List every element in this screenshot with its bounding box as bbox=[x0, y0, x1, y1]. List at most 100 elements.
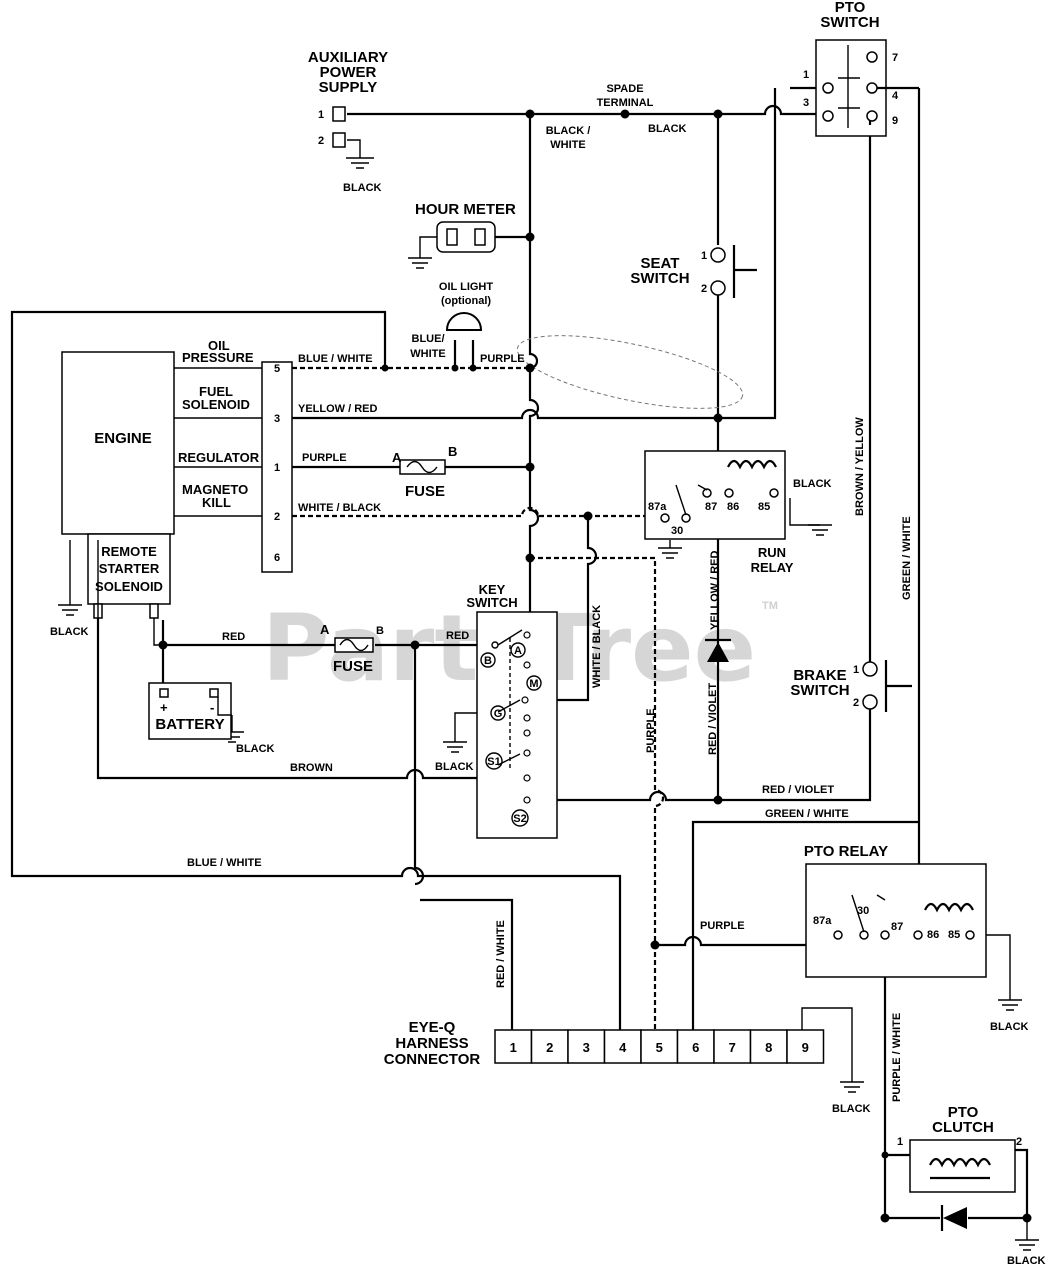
junctions bbox=[158, 109, 1032, 1223]
wire-purple-v bbox=[530, 556, 665, 1030]
pto-switch-title-2: SWITCH bbox=[820, 14, 879, 31]
red-batt: RED bbox=[222, 631, 245, 643]
pto-switch-title-1: PTO bbox=[835, 0, 866, 16]
key-switch-contacts bbox=[497, 629, 523, 766]
key-terminal-m-label: M bbox=[529, 678, 538, 690]
pto-pin-1-label: 1 bbox=[803, 69, 809, 81]
black-label: BLACK bbox=[648, 123, 687, 135]
key-switch: KEY SWITCH B A M G S1 S2 BLACK bbox=[435, 582, 558, 839]
red-key: RED bbox=[446, 630, 469, 642]
pto-pin-1 bbox=[822, 82, 834, 94]
blue-white-bottom: BLUE / WHITE bbox=[187, 857, 262, 869]
fuse-top: A B FUSE bbox=[392, 444, 457, 500]
red-violet-h: RED / VIOLET bbox=[762, 784, 834, 796]
black-white-1: BLACK / bbox=[546, 125, 591, 137]
pto-clutch-body bbox=[909, 1139, 1016, 1193]
run-relay-body bbox=[644, 450, 786, 540]
wire-purple-pto bbox=[655, 935, 860, 947]
fuel-solenoid-label-2: SOLENOID bbox=[182, 397, 250, 412]
run-relay-30: 30 bbox=[671, 525, 683, 537]
pto-pin-3 bbox=[822, 110, 834, 122]
engine-leads bbox=[174, 367, 262, 517]
magneto-kill-label-2: KILL bbox=[202, 495, 231, 510]
eyeq-pin-5 bbox=[640, 1029, 679, 1064]
wire-brown bbox=[96, 540, 490, 780]
run-relay-86: 86 bbox=[727, 501, 739, 513]
aux-title-3: SUPPLY bbox=[319, 79, 378, 96]
eyeq-pin-label-9: 9 bbox=[802, 1040, 809, 1055]
pto-relay-ground-label: BLACK bbox=[990, 1021, 1029, 1033]
pto-switch-contacts bbox=[838, 45, 860, 128]
pto-relay-30: 30 bbox=[857, 905, 869, 917]
white-black-v: WHITE / BLACK bbox=[591, 605, 603, 688]
pto-clutch-coil bbox=[929, 1157, 991, 1168]
hour-meter-title: HOUR METER bbox=[415, 201, 516, 218]
engine-title: ENGINE bbox=[94, 430, 152, 447]
blue-white-light-1: BLUE/ bbox=[412, 333, 445, 345]
key-terminal-s2-label: S2 bbox=[513, 813, 526, 825]
seat-switch: 1 2 SEAT SWITCH bbox=[630, 245, 757, 298]
seat-title-1: SEAT bbox=[641, 255, 680, 272]
wire-main-vertical bbox=[528, 114, 540, 640]
pto-pin-9-label: 9 bbox=[892, 115, 898, 127]
brake-switch: 1 2 BRAKE SWITCH bbox=[790, 660, 912, 712]
red-white-v: RED / WHITE bbox=[495, 920, 507, 988]
purple-pto: PURPLE bbox=[700, 920, 745, 932]
blue-white-light-2: WHITE bbox=[410, 348, 445, 360]
key-terminal-a bbox=[510, 642, 526, 658]
purple-reg: PURPLE bbox=[302, 452, 347, 464]
pto-pin-7-label: 7 bbox=[892, 52, 898, 64]
battery-plus: + bbox=[160, 700, 168, 715]
eyeq-pin-8 bbox=[749, 1029, 788, 1064]
oil-light-note: (optional) bbox=[441, 295, 491, 307]
starter-title-1: REMOTE bbox=[101, 544, 157, 559]
pto-relay-title: PTO RELAY bbox=[804, 843, 888, 860]
hour-meter: HOUR METER bbox=[415, 201, 516, 253]
spade-terminal-1: SPADE bbox=[606, 83, 643, 95]
eyeq-title-1: EYE-Q bbox=[409, 1019, 456, 1036]
fuse-top-b: B bbox=[448, 444, 457, 459]
aux-power-supply: AUXILIARY POWER SUPPLY 1 2 BLACK bbox=[308, 49, 388, 194]
battery: + - BATTERY BLACK bbox=[148, 682, 275, 755]
wire-hour-meter-ground bbox=[419, 236, 437, 258]
seat-pin-1 bbox=[710, 247, 726, 263]
diode-run-triangle bbox=[707, 642, 729, 662]
pto-clutch-pin2: 2 bbox=[1016, 1136, 1022, 1148]
fuse-top-a: A bbox=[392, 450, 402, 465]
wire-run-relay-ground bbox=[789, 498, 820, 526]
seat-switch-actuator bbox=[732, 245, 757, 298]
pto-relay-85: 85 bbox=[948, 929, 960, 941]
pto-switch: PTO SWITCH 1 3 7 4 9 bbox=[803, 0, 905, 137]
regulator-label: REGULATOR bbox=[178, 450, 260, 465]
ground-symbols bbox=[58, 157, 1039, 1251]
engine-body bbox=[61, 351, 175, 535]
purple-v: PURPLE bbox=[645, 708, 657, 753]
eyeq-pin-label-8: 8 bbox=[765, 1040, 772, 1055]
fuse-top-element bbox=[406, 460, 438, 474]
brake-pin-1-label: 1 bbox=[853, 664, 859, 676]
diode-run bbox=[705, 638, 731, 662]
battery-neg-lead bbox=[217, 697, 232, 716]
pto-relay: PTO RELAY 87a 30 87 86 85 BLACK bbox=[804, 843, 1029, 1033]
fuse-bottom-title: FUSE bbox=[333, 658, 373, 675]
fuse-top-title: FUSE bbox=[405, 483, 445, 500]
engine-pin-1: 1 bbox=[274, 462, 280, 474]
eyeq-pin-label-6: 6 bbox=[692, 1040, 699, 1055]
eyeq-pin-label-3: 3 bbox=[583, 1040, 590, 1055]
eyeq-pin-label-1: 1 bbox=[510, 1040, 517, 1055]
key-ground-label: BLACK bbox=[435, 761, 474, 773]
seat-pin-2-label: 2 bbox=[701, 283, 707, 295]
seat-pin-2 bbox=[710, 280, 726, 296]
harness-guide-oval bbox=[516, 335, 744, 409]
eyeq-ground-label: BLACK bbox=[832, 1103, 871, 1115]
key-terminal-b bbox=[480, 652, 496, 668]
oil-light-bulb bbox=[445, 312, 483, 331]
engine-connector: 5 3 1 2 6 bbox=[261, 361, 293, 573]
remote-starter-solenoid: REMOTE STARTER SOLENOID BLACK bbox=[50, 533, 171, 646]
wire-white-black-v bbox=[527, 516, 598, 702]
engine-pin-6: 6 bbox=[274, 552, 280, 564]
wire-clutch-return bbox=[968, 1148, 1029, 1220]
aux-pin-2 bbox=[332, 132, 346, 148]
engine-pin-3: 3 bbox=[274, 413, 280, 425]
